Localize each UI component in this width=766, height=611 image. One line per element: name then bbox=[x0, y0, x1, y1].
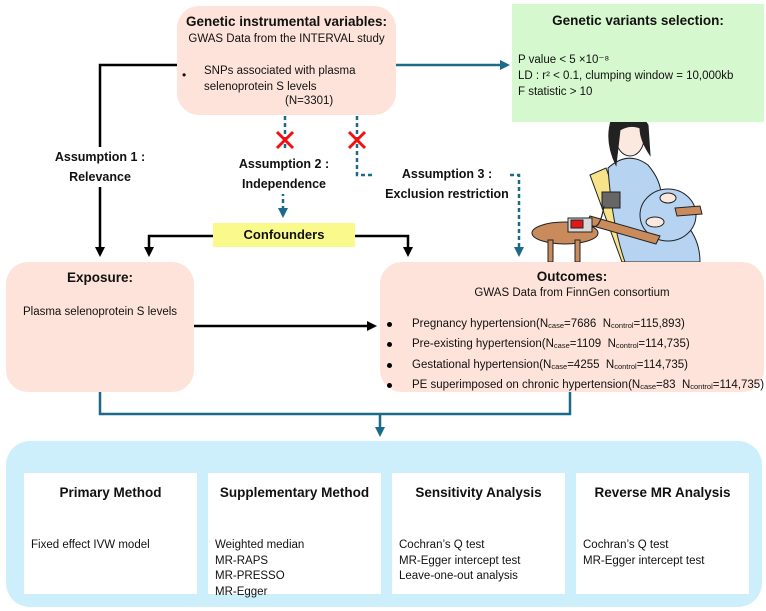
variant-selection-box: Genetic variants selection: P value < 5 … bbox=[512, 4, 764, 122]
subscript: case bbox=[551, 361, 568, 371]
sample-size: (N=3301) bbox=[285, 95, 334, 107]
method-title: Sensitivity Analysis bbox=[415, 485, 542, 500]
relevance-arrow bbox=[95, 63, 178, 257]
assumption-2-title: Assumption 2 : bbox=[238, 157, 330, 171]
criterion-ld: LD : r² < 0.1, clumping window = 10,000k… bbox=[518, 70, 734, 82]
assumption-3-label: Assumption 3 : Exclusion restriction bbox=[380, 164, 514, 204]
method-item: Fixed effect IVW model bbox=[31, 539, 150, 551]
bullet-icon bbox=[387, 382, 392, 388]
assumption-2-name: Independence bbox=[241, 177, 327, 191]
exposure-text: Plasma selenoprotein S levels bbox=[22, 306, 178, 318]
instrumental-variables-box: Genetic instrumental variables: GWAS Dat… bbox=[177, 6, 396, 115]
outcome-list: Pregnancy hypertension(Ncase=7686 Ncontr… bbox=[380, 315, 764, 396]
assumption-1-title: Assumption 1 : bbox=[54, 150, 146, 164]
method-title: Reverse MR Analysis bbox=[594, 485, 731, 500]
method-item: MR-Egger intercept test bbox=[583, 554, 705, 567]
instrumental-variables-subtitle: GWAS Data from the INTERVAL study bbox=[188, 33, 385, 45]
criterion-p-value: P value < 5 ×10⁻⁸ bbox=[518, 54, 610, 66]
merge-line bbox=[98, 392, 572, 416]
subscript: case bbox=[548, 321, 565, 330]
method-item: Weighted median bbox=[215, 539, 305, 551]
method-item: Leave-one-out analysis bbox=[399, 570, 518, 582]
snp-description: SNPs associated with plasma selenoprotei… bbox=[204, 65, 356, 93]
control-count: =114,735) bbox=[712, 378, 765, 391]
assumption-1-name: Relevance bbox=[69, 170, 131, 184]
method-item: MR-RAPS bbox=[215, 554, 269, 567]
instrumental-variables-title: Genetic instrumental variables: bbox=[185, 14, 388, 29]
assumption-2-label: Assumption 2 : Independence bbox=[230, 154, 338, 194]
exclusion-dotted-arrow bbox=[510, 173, 524, 257]
outcome-name: Pre-existing hypertension(N bbox=[412, 338, 554, 351]
bullet-icon: • bbox=[182, 68, 187, 82]
method-item: Cochran’s Q test bbox=[399, 539, 485, 551]
method-item: MR-PRESSO bbox=[215, 570, 285, 582]
outcomes-title: Outcomes: bbox=[536, 269, 608, 284]
criterion-f-statistic: F statistic > 10 bbox=[518, 86, 593, 98]
exposure-title: Exposure: bbox=[66, 270, 134, 285]
case-count: =4255 N bbox=[567, 358, 615, 371]
method-item: MR-Egger bbox=[215, 585, 268, 598]
subscript: control bbox=[614, 361, 637, 371]
subscript: control bbox=[615, 341, 639, 351]
method-item: Cochran’s Q test bbox=[583, 539, 669, 551]
selection-criteria: P value < 5 ×10⁻⁸ LD : r² < 0.1, clumpin… bbox=[518, 52, 733, 100]
bullet-icon bbox=[387, 342, 392, 348]
assumption-3-title: Assumption 3 : bbox=[401, 167, 493, 181]
assumption-3-name: Exclusion restriction bbox=[385, 187, 509, 201]
outcome-item: Pregnancy hypertension(Ncase=7686 Ncontr… bbox=[380, 315, 764, 335]
bullet-icon bbox=[387, 322, 392, 327]
case-count: =1109 N bbox=[569, 338, 616, 351]
methods-panel: Primary Method Fixed effect IVW model Su… bbox=[6, 441, 762, 607]
exposure-box: Exposure: Plasma selenoprotein S levels bbox=[6, 262, 194, 392]
assumption-1-label: Assumption 1 : Relevance bbox=[44, 147, 156, 187]
confounders-box: Confounders bbox=[213, 223, 355, 247]
bullet-icon bbox=[387, 362, 392, 368]
outcome-item: PE superimposed on chronic hypertension(… bbox=[380, 376, 764, 396]
method-card-primary: Primary Method Fixed effect IVW model bbox=[24, 473, 197, 594]
outcome-name: Pregnancy hypertension(N bbox=[412, 318, 549, 330]
pregnant-woman-illustration bbox=[531, 110, 703, 263]
outcome-item: Pre-existing hypertension(Ncase=1109 Nco… bbox=[380, 335, 764, 355]
outcome-name: Gestational hypertension(N bbox=[412, 358, 552, 371]
control-count: =114,735) bbox=[638, 338, 690, 351]
case-count: =7686 N bbox=[564, 318, 612, 330]
confounder-to-exposure-arrow bbox=[144, 234, 213, 257]
control-count: =114,735) bbox=[636, 358, 688, 371]
subscript: case bbox=[640, 381, 657, 391]
variant-selection-title: Genetic variants selection: bbox=[552, 13, 724, 28]
method-item: MR-Egger intercept test bbox=[399, 554, 521, 567]
exclusion-dotted-line bbox=[355, 116, 375, 177]
method-items: Fixed effect IVW model bbox=[31, 538, 150, 554]
subscript: control bbox=[690, 381, 713, 391]
cross-exclusion-icon bbox=[347, 130, 367, 150]
subscript: control bbox=[611, 321, 634, 330]
outcomes-subtitle: GWAS Data from FinnGen consortium bbox=[474, 287, 670, 299]
control-count: =115,893) bbox=[633, 318, 685, 330]
method-title: Supplementary Method bbox=[219, 485, 370, 500]
subscript: case bbox=[553, 341, 570, 351]
confounder-to-outcome-arrow bbox=[355, 234, 413, 257]
cross-independence-icon bbox=[275, 130, 295, 150]
method-title: Primary Method bbox=[59, 485, 162, 500]
outcome-name: PE superimposed on chronic hypertension(… bbox=[412, 378, 641, 391]
case-count: =83 N bbox=[656, 378, 691, 391]
outcomes-box: Outcomes: GWAS Data from FinnGen consort… bbox=[380, 262, 764, 392]
outcome-item: Gestational hypertension(Ncase=4255 Ncon… bbox=[380, 356, 764, 376]
